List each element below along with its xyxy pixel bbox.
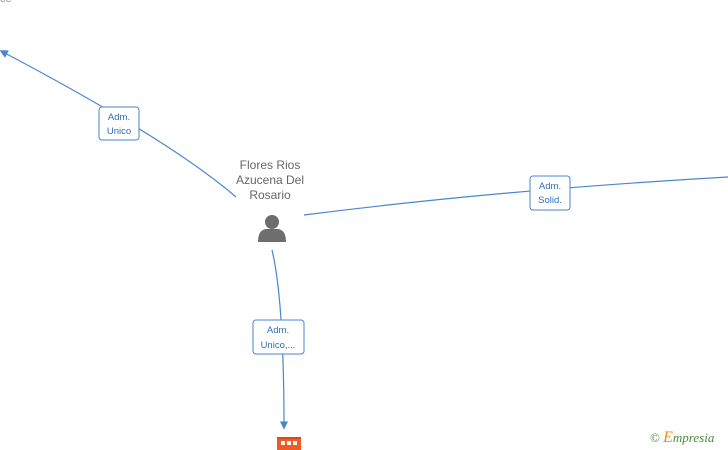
edge-label-adm-solid[interactable]: Adm. Solid.: [529, 175, 571, 211]
edge-label-adm-unico-more[interactable]: Adm. Unico,...: [252, 319, 305, 355]
edge-label-adm-unico[interactable]: Adm. Unico: [98, 106, 140, 141]
company-building-icon[interactable]: [277, 437, 301, 450]
person-icon[interactable]: [258, 215, 286, 242]
edge-label-line: Adm.: [267, 325, 289, 336]
edge-label-line: Adm.: [539, 181, 561, 192]
cut-node-label: ce: [0, 0, 12, 5]
person-name-line: Flores Rios: [239, 158, 301, 172]
edge-line-adm-unico[interactable]: [0, 50, 237, 198]
person-name[interactable]: Flores Rios Azucena Del Rosario: [220, 158, 320, 203]
edge-label-line: Unico: [107, 126, 131, 137]
brand-initial: E: [663, 429, 673, 446]
brand-name: mpresia: [672, 430, 715, 445]
copyright-icon: ©: [650, 430, 660, 445]
edge-label-line: Adm.: [108, 112, 130, 123]
edge-label-line: Solid.: [538, 195, 562, 206]
person-name-line: Rosario: [249, 188, 291, 202]
edge-line-adm-solid[interactable]: [303, 176, 728, 216]
edge-label-line: Unico,...: [261, 340, 296, 351]
person-name-line: Azucena Del: [235, 173, 305, 187]
empresia-watermark[interactable]: © Empresia: [650, 429, 714, 447]
